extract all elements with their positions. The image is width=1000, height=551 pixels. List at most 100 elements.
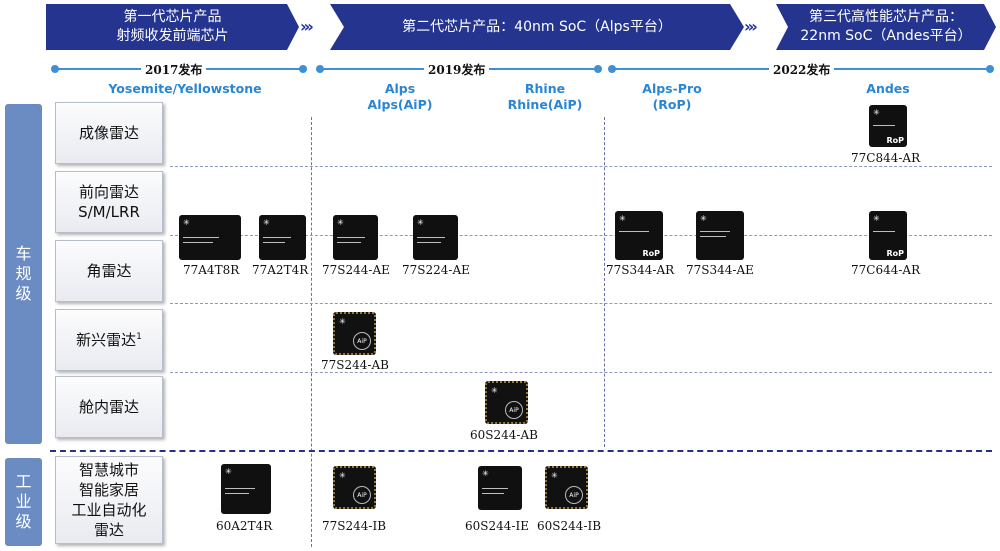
category-vehicle-text: 车 规 级 bbox=[15, 244, 32, 303]
banner-gen2-text: 第二代芯片产品：40nm SoC（Alps平台） bbox=[402, 18, 672, 35]
logo-icon: ✳ bbox=[225, 467, 232, 476]
row-cabin: 舱内雷达 bbox=[55, 376, 163, 438]
row-industrial-text: 智慧城市 智能家居 工业自动化 雷达 bbox=[71, 461, 147, 539]
aip-badge: AiP bbox=[353, 332, 371, 350]
marking-line bbox=[417, 237, 445, 238]
chevron-icon: ››› bbox=[300, 17, 314, 36]
timeline-dot bbox=[986, 65, 994, 73]
row-imaging: 成像雷达 bbox=[55, 102, 163, 164]
year-2022: 2022发布 bbox=[769, 61, 835, 78]
chip-77A4T8R: ✳ bbox=[179, 215, 241, 260]
chevron-icon: ››› bbox=[744, 17, 758, 36]
platform-alps-pro: Alps-Pro (RoP) bbox=[642, 81, 702, 112]
category-industrial-text: 工 业 级 bbox=[15, 472, 32, 531]
marking-line bbox=[263, 242, 285, 243]
banner-gen3: 第三代高性能芯片产品： 22nm SoC（Andes平台） bbox=[776, 4, 996, 50]
chip-77S344-AE: ✳ bbox=[696, 211, 744, 260]
year-2017: 2017发布 bbox=[141, 61, 207, 78]
chip-60S244-IE: ✳ bbox=[478, 466, 522, 510]
chip-label-77S244-AB: 77S244-AB bbox=[321, 358, 389, 372]
chip-label-77A4T8R: 77A4T8R bbox=[183, 263, 240, 277]
marking-line bbox=[482, 493, 504, 494]
marking-line bbox=[183, 237, 219, 238]
marking-line bbox=[183, 242, 213, 243]
chip-label-60A2T4R: 60A2T4R bbox=[216, 519, 273, 533]
row-imaging-text: 成像雷达 bbox=[78, 124, 139, 142]
marking-line bbox=[873, 125, 895, 126]
row-front-text: 前向雷达 S/M/LRR bbox=[78, 183, 140, 221]
marking-line bbox=[337, 237, 365, 238]
rop-badge: RoP bbox=[886, 249, 904, 258]
row-industrial: 智慧城市 智能家居 工业自动化 雷达 bbox=[55, 456, 163, 544]
row-emerging-text: 新兴雷达1 bbox=[76, 330, 142, 350]
row-corner-text: 角雷达 bbox=[86, 262, 132, 280]
logo-icon: ✳ bbox=[619, 214, 626, 223]
chip-label-60S244-AB: 60S244-AB bbox=[470, 428, 538, 442]
chip-label-77C844-AR: 77C844-AR bbox=[851, 151, 921, 165]
row-divider bbox=[170, 303, 992, 304]
column-divider bbox=[311, 117, 312, 547]
rop-badge: RoP bbox=[642, 249, 660, 258]
year-2019: 2019发布 bbox=[424, 61, 490, 78]
banner-gen1: 第一代芯片产品 射频收发前端芯片 bbox=[46, 4, 299, 50]
platform-alps: Alps Alps(AiP) bbox=[367, 81, 433, 112]
chip-label-77A2T4R: 77A2T4R bbox=[252, 263, 309, 277]
logo-icon: ✳ bbox=[482, 469, 489, 478]
marking-line bbox=[619, 231, 649, 232]
logo-icon: ✳ bbox=[700, 214, 707, 223]
logo-icon: ✳ bbox=[337, 218, 344, 227]
timeline-dot bbox=[299, 65, 307, 73]
row-divider bbox=[170, 166, 992, 167]
column-divider bbox=[604, 117, 605, 447]
row-divider bbox=[170, 235, 992, 236]
logo-icon: ✳ bbox=[339, 471, 346, 480]
marking-line bbox=[700, 236, 726, 237]
chip-77S344-AR: ✳ RoP bbox=[615, 211, 663, 260]
marking-line bbox=[417, 242, 441, 243]
chip-label-77S244-IB: 77S244-IB bbox=[322, 519, 387, 533]
row-emerging: 新兴雷达1 bbox=[55, 309, 163, 371]
row-emerging-label: 新兴雷达 bbox=[76, 331, 137, 349]
banner-gen2: 第二代芯片产品：40nm SoC（Alps平台） bbox=[330, 4, 744, 50]
logo-icon: ✳ bbox=[491, 386, 498, 395]
logo-icon: ✳ bbox=[873, 214, 880, 223]
chip-label-77C644-AR: 77C644-AR bbox=[851, 263, 921, 277]
banner-gen3-text: 第三代高性能芯片产品： 22nm SoC（Andes平台） bbox=[800, 9, 972, 44]
chip-label-60S244-IB: 60S244-IB bbox=[537, 519, 602, 533]
marking-line bbox=[263, 237, 291, 238]
chip-77A2T4R: ✳ bbox=[259, 215, 306, 260]
aip-badge: AiP bbox=[565, 486, 583, 504]
timeline-dot bbox=[608, 65, 616, 73]
timeline-dot bbox=[316, 65, 324, 73]
aip-badge: AiP bbox=[353, 486, 371, 504]
timeline-dot bbox=[594, 65, 602, 73]
chip-60A2T4R: ✳ bbox=[221, 464, 271, 514]
footnote-marker: 1 bbox=[136, 332, 142, 342]
category-industrial: 工 业 级 bbox=[5, 458, 42, 546]
chip-label-77S344-AR: 77S344-AR bbox=[606, 263, 675, 277]
marking-line bbox=[482, 488, 508, 489]
chip-60S244-AB: ✳ AiP bbox=[485, 381, 528, 424]
chip-77S244-AB: ✳ AiP bbox=[333, 312, 376, 355]
chip-label-60S244-IE: 60S244-IE bbox=[465, 519, 529, 533]
aip-badge: AiP bbox=[505, 401, 523, 419]
chip-77S244-IB: ✳ AiP bbox=[333, 466, 376, 509]
chip-label-77S244-AE: 77S244-AE bbox=[322, 263, 390, 277]
platform-yosemite: Yosemite/Yellowstone bbox=[108, 81, 262, 96]
logo-icon: ✳ bbox=[183, 218, 190, 227]
category-divider bbox=[50, 450, 992, 452]
platform-andes: Andes bbox=[866, 81, 910, 96]
logo-icon: ✳ bbox=[873, 108, 880, 117]
row-cabin-text: 舱内雷达 bbox=[78, 398, 139, 416]
chip-77S244-AE: ✳ bbox=[333, 215, 378, 260]
chip-60S244-IB: ✳ AiP bbox=[545, 466, 588, 509]
row-divider bbox=[170, 372, 992, 373]
chip-label-77S224-AE: 77S224-AE bbox=[402, 263, 470, 277]
rop-badge: RoP bbox=[886, 136, 904, 145]
banner-gen1-text: 第一代芯片产品 射频收发前端芯片 bbox=[116, 9, 229, 44]
logo-icon: ✳ bbox=[551, 471, 558, 480]
marking-line bbox=[337, 242, 361, 243]
chip-77C844-AR: ✳ RoP bbox=[869, 105, 907, 147]
chip-label-77S344-AE: 77S344-AE bbox=[686, 263, 754, 277]
row-front: 前向雷达 S/M/LRR bbox=[55, 171, 163, 233]
